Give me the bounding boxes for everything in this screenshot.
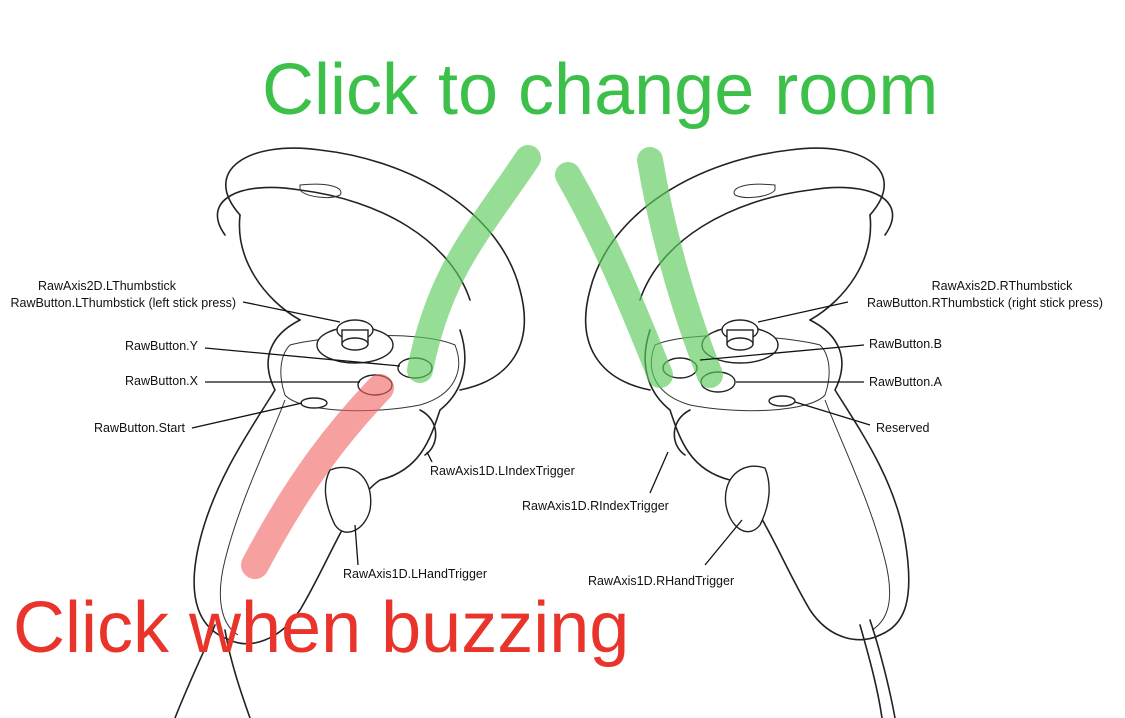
buzzing-annotation: Click when buzzing <box>13 588 629 668</box>
label-button-start: RawButton.Start <box>94 421 186 435</box>
left-button-start <box>300 397 328 409</box>
red-highlight-stroke <box>241 374 394 579</box>
left-hand-trigger <box>324 466 372 533</box>
label-button-y: RawButton.Y <box>125 339 199 353</box>
red-stroke <box>241 374 394 579</box>
label-l-thumbstick-axis: RawAxis2D.LThumbstick <box>38 279 177 293</box>
label-l-hand-trigger: RawAxis1D.LHandTrigger <box>343 567 487 581</box>
green-stroke-right <box>637 147 723 388</box>
label-reserved: Reserved <box>876 421 930 435</box>
green-highlight-strokes <box>407 145 723 388</box>
label-r-index-trigger: RawAxis1D.RIndexTrigger <box>522 499 669 513</box>
label-r-thumbstick-axis: RawAxis2D.RThumbstick <box>932 279 1074 293</box>
left-labels: RawAxis2D.LThumbstick RawButton.LThumbst… <box>10 279 574 581</box>
label-r-hand-trigger: RawAxis1D.RHandTrigger <box>588 574 734 588</box>
label-l-index-trigger: RawAxis1D.LIndexTrigger <box>430 464 575 478</box>
left-index-trigger <box>419 409 437 456</box>
leader-lines <box>191 301 871 566</box>
right-labels: RawAxis2D.RThumbstick RawButton.RThumbst… <box>522 279 1103 588</box>
change-room-annotation: Click to change room <box>262 50 938 130</box>
label-button-b: RawButton.B <box>869 337 942 351</box>
right-controller <box>585 147 910 718</box>
label-button-a: RawButton.A <box>869 375 943 389</box>
label-r-thumbstick-press: RawButton.RThumbstick (right stick press… <box>867 296 1103 310</box>
right-button-reserved <box>768 395 796 407</box>
green-stroke-left <box>407 145 541 383</box>
label-button-x: RawButton.X <box>125 374 199 388</box>
right-index-trigger <box>673 409 691 456</box>
green-stroke-middle <box>555 162 673 388</box>
label-l-thumbstick-press: RawButton.LThumbstick (left stick press) <box>10 296 236 310</box>
right-hand-trigger <box>724 465 770 533</box>
